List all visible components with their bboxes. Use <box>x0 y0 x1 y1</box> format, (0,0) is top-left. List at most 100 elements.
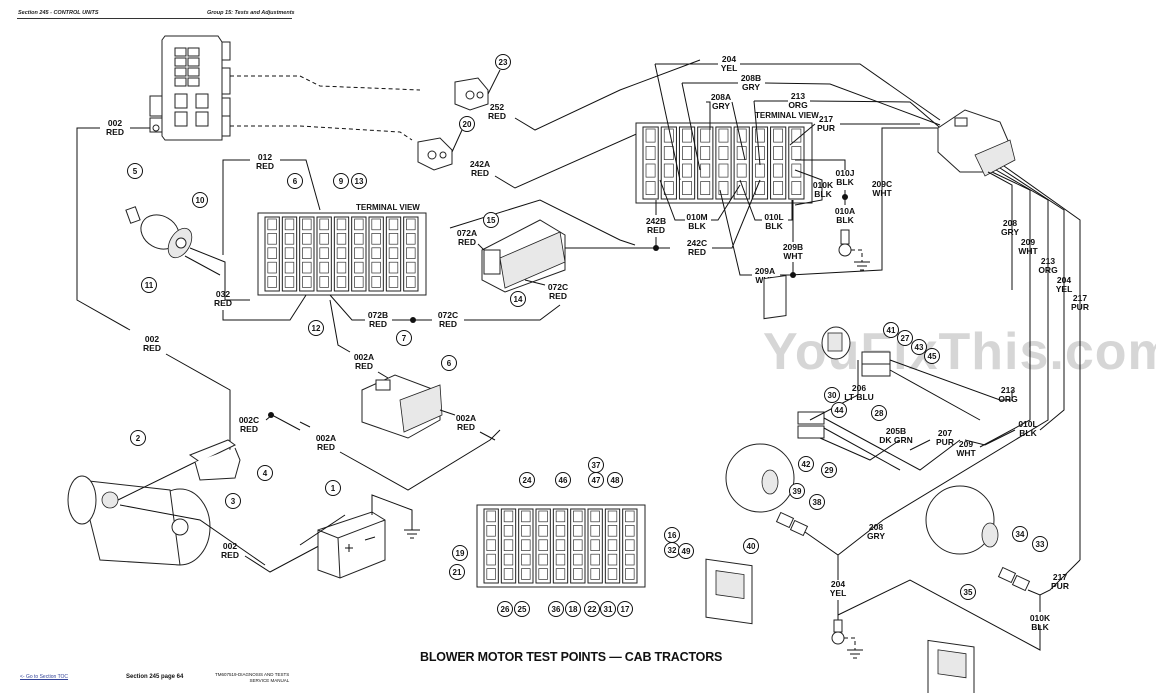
terminal-cavity <box>267 261 277 274</box>
wire-color: RED <box>457 422 475 432</box>
svg-text:18: 18 <box>569 605 578 614</box>
terminal-cavity <box>354 218 364 231</box>
wire-label-208: 208 <box>1003 218 1017 228</box>
svg-text:42: 42 <box>802 460 811 469</box>
fuse-block-bottom <box>476 504 646 588</box>
terminal-cavity <box>388 261 399 274</box>
terminal-cavity <box>302 247 312 259</box>
wire-color: YEL <box>721 63 738 73</box>
terminal-cavity <box>607 510 618 523</box>
manual-line-2: SERVICE MANUAL <box>249 677 290 683</box>
terminal-cavity <box>754 146 765 160</box>
terminal-cavity <box>573 510 583 523</box>
svg-text:49: 49 <box>682 547 691 556</box>
wire-color: ORG <box>788 100 808 110</box>
wire-label-213: 213 <box>791 91 805 101</box>
callout-40: 40 <box>743 538 759 554</box>
terminal-cavity <box>503 510 514 523</box>
terminal-cavity <box>590 568 600 580</box>
connector-7 <box>361 374 443 439</box>
harness-connector <box>937 109 1016 177</box>
svg-text:7: 7 <box>402 334 407 343</box>
terminal-cavity <box>538 525 548 537</box>
wire-label-204: 204 <box>722 54 736 64</box>
terminal-view-label: TERMINAL VIEW <box>755 111 819 120</box>
terminal-cavity <box>354 233 364 245</box>
terminal-cavity <box>791 146 802 160</box>
manual-id: TM607519-DIAGNOSIS AND TESTS SERVICE MAN… <box>215 672 289 683</box>
callout-38: 38 <box>809 494 825 510</box>
terminal-cavity <box>503 553 514 566</box>
svg-text:32: 32 <box>668 546 677 555</box>
wire-color: LT BLU <box>844 392 874 402</box>
terminal-cavity <box>573 539 583 551</box>
svg-text:5: 5 <box>133 167 138 176</box>
callout-47: 47 <box>588 472 604 488</box>
wire-label-209b: 209B <box>783 242 803 252</box>
terminal-cavity <box>754 128 765 143</box>
section-header: Section 245 - CONTROL UNITS <box>18 10 99 16</box>
svg-text:6: 6 <box>293 177 298 186</box>
terminal-cavity <box>625 539 635 551</box>
manual-line-1: TM607519-DIAGNOSIS AND TESTS <box>215 672 290 677</box>
connector-20 <box>417 137 453 171</box>
wire-color: ORG <box>1038 265 1058 275</box>
svg-text:23: 23 <box>499 58 508 67</box>
ground-symbol <box>847 649 863 659</box>
wire-label-252: 252 <box>490 102 504 112</box>
terminal-cavity <box>573 525 583 537</box>
wire-label-213: 213 <box>1041 256 1055 266</box>
wire-label-208b: 208B <box>741 73 761 83</box>
terminal-view-label: TERMINAL VIEW <box>356 203 420 212</box>
wire-label-072c: 072C <box>548 282 568 292</box>
callout-34: 34 <box>1012 526 1028 542</box>
terminal-cavity <box>625 525 635 537</box>
terminal-cavity <box>625 510 635 523</box>
go-to-section-toc-link[interactable]: <- Go to Section TOC <box>20 674 69 680</box>
terminal-cavity <box>406 233 416 245</box>
wire-label-002a: 002A <box>456 413 476 423</box>
svg-text:46: 46 <box>559 476 568 485</box>
svg-text:38: 38 <box>813 498 822 507</box>
callout-48: 48 <box>607 472 623 488</box>
terminal-cavity <box>406 218 416 231</box>
wire-color: YEL <box>1056 284 1073 294</box>
terminal-cavity <box>336 261 347 274</box>
callout-27: 27 <box>897 330 913 346</box>
callout-3: 3 <box>225 493 241 509</box>
terminal-cavity <box>555 510 566 523</box>
header-rule <box>17 18 292 19</box>
terminal-cavity <box>773 181 784 195</box>
wire-label-242c: 242C <box>687 238 707 248</box>
terminal-cavity <box>319 218 329 231</box>
wire-label-002: 002 <box>223 541 237 551</box>
terminal-cavity <box>573 568 583 580</box>
svg-text:13: 13 <box>355 177 364 186</box>
wire-label-072c: 072C <box>438 310 458 320</box>
wire-color: RED <box>355 361 373 371</box>
callout-26: 26 <box>497 601 513 617</box>
terminal-cavity <box>388 276 399 288</box>
terminal-cavity <box>538 568 548 580</box>
terminal-cavity <box>754 163 765 178</box>
callout-33: 33 <box>1032 536 1048 552</box>
wire-color: RED <box>317 442 335 452</box>
wire-label-204: 010L <box>1018 419 1037 429</box>
wire-color: BLK <box>1031 622 1049 632</box>
wire-color: RED <box>458 237 476 247</box>
terminal-cavity <box>521 553 531 566</box>
terminal-cavity <box>267 276 277 288</box>
terminal-cavity <box>538 510 548 523</box>
wire-label-010a: 010A <box>835 206 855 216</box>
wire-color: BLK <box>836 177 854 187</box>
svg-text:26: 26 <box>501 605 510 614</box>
wire-label-002: 002 <box>108 118 122 128</box>
wire-color: PUR <box>1071 302 1089 312</box>
terminal-cavity <box>319 247 329 259</box>
terminal-cavity <box>521 525 531 537</box>
switch-connector-upper <box>861 351 891 377</box>
wire-label-206: 206 <box>852 383 866 393</box>
terminal-cavity <box>267 233 277 245</box>
terminal-cavity <box>773 163 784 178</box>
svg-text:39: 39 <box>793 487 802 496</box>
